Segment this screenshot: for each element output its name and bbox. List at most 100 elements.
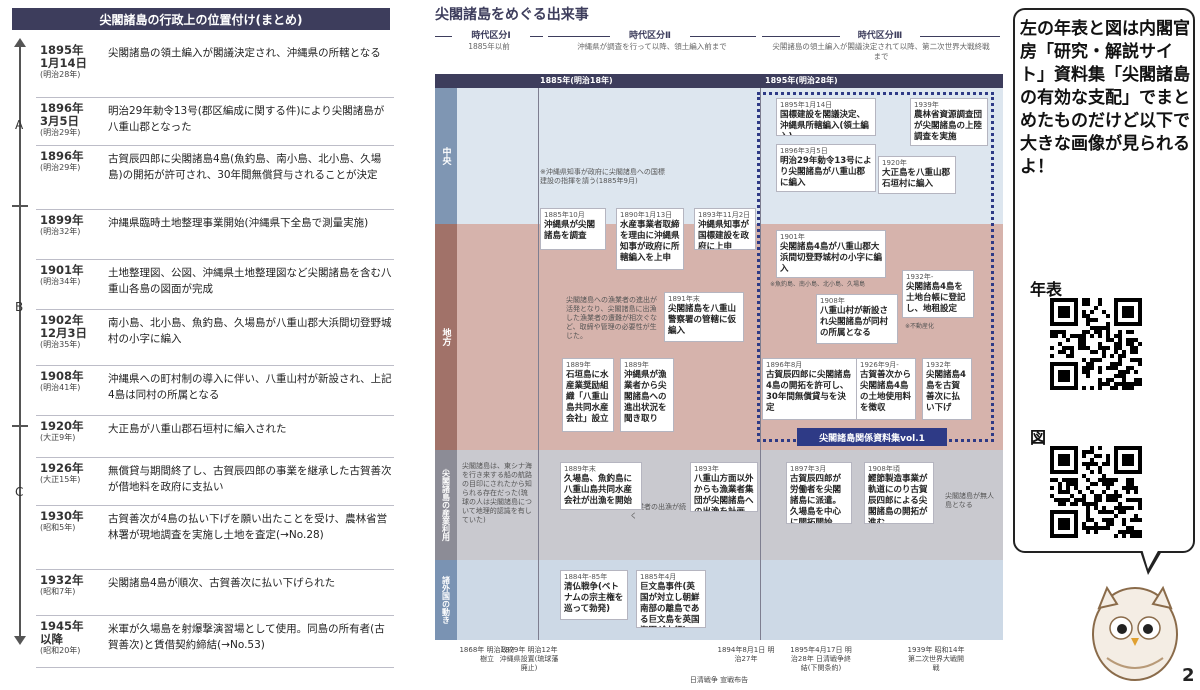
event-card-c1920: 1920年大正島を八重山郡石垣村に編入 — [878, 156, 956, 194]
card-text: 石垣島に水産業奨励組織「八重山島共同水産会社」設立 — [566, 370, 609, 424]
card-date: 1891年末 — [668, 295, 700, 303]
row-year: 1932年 — [40, 573, 84, 587]
row-era: (昭和20年) — [40, 646, 81, 655]
row-era: (昭和5年) — [40, 523, 76, 532]
card-text: 沖縄県が尖閣諸島を調査 — [544, 220, 596, 241]
segment-label-b: B — [15, 300, 24, 314]
card-date: 1885年4月 — [640, 573, 677, 581]
card-date: 1920年 — [882, 159, 907, 167]
row-text: 尖閣諸島4島が順次、古賀善次に払い下げられた — [108, 577, 336, 589]
card-text: 大正島を八重山郡石垣村に編入 — [882, 168, 951, 189]
card-text: 古賀善次から尖閣諸島4島の土地使用料を徴収 — [860, 370, 912, 413]
row-era: (大正9年) — [40, 433, 76, 442]
note-expand: 漁業者の出漁が続く — [630, 503, 686, 520]
event-card-c1932a: 1932年-尖閣諸島4島を土地台帳に登記し、地租設定 — [902, 270, 974, 318]
event-card-c1889c: 1889年末久場島、魚釣島に八重山島共同水産会社が出漁を開始 — [560, 462, 642, 510]
row-era: (昭和7年) — [40, 587, 76, 596]
card-text: 尖閣諸島4島を古賀善次に払い下げ — [926, 370, 966, 413]
bubble-text: 左の年表と図は内閣官房「研究・解説サイト」資料集「尖閣諸島の有効な支配」でまとめ… — [1020, 19, 1190, 177]
row-date: 1926年(大正15年) — [36, 458, 104, 505]
band-foreign — [435, 560, 1003, 640]
row-year: 1926年 — [40, 461, 84, 475]
card-text: 尖閣諸島4島を土地台帳に登記し、地租設定 — [906, 282, 966, 314]
period-3-label: 時代区分Ⅲ — [840, 28, 920, 42]
row-year: 1896年 — [40, 101, 84, 115]
page-number: 2 — [1182, 665, 1195, 686]
period-1-sub: 1885年以前 — [468, 42, 510, 51]
event-card-c1893b: 1893年八重山方面以外からも漁業者集団が尖閣諸島への出漁を計画 — [690, 462, 758, 512]
card-date: 1908年 — [820, 297, 845, 305]
card-text: 明治29年勅令13号により尖閣諸島が八重山郡に編入 — [780, 156, 872, 188]
card-text: 久場島、魚釣島に八重山島共同水産会社が出漁を開始 — [564, 474, 633, 506]
row-date: 1932年(昭和7年) — [36, 570, 104, 615]
card-date: 1895年1月14日 — [780, 101, 833, 109]
band-label-central: 中央 — [435, 88, 457, 224]
row-text: 無償貸与期間終了し、古賀辰四郎の事業を継承した古賀善次が借地料を政府に支払い — [108, 465, 392, 493]
event-card-c1901: 1901年尖閣諸島4島が八重山郡大浜間切登野城村の小字に編入 — [776, 230, 886, 278]
row-era: (明治29年) — [40, 128, 81, 137]
row-text: 明治29年勅令13号(郡区編成に関する件)により尖閣諸島が八重山郡となった — [108, 105, 385, 133]
segment-label-a: A — [15, 118, 24, 132]
row-text: 沖縄県への町村制の導入に伴い、八重山村が新設され、上記4島は同村の所属となる — [108, 373, 392, 401]
bottom-event: 1939年 昭和14年 第二次世界大戦開戦 — [907, 646, 965, 672]
card-date: 1889年末 — [564, 465, 596, 473]
row-text: 古賀辰四郎に尖閣諸島4島(魚釣島、南小島、北小島、久場島)の開拓が許可され、30… — [108, 153, 382, 181]
diagram-title: 尖閣諸島をめぐる出来事 — [435, 7, 589, 23]
row-year: 1895年 — [40, 43, 84, 57]
row-text: 南小島、北小島、魚釣島、久場島が八重山郡大浜間切登野城村の小字に編入 — [108, 317, 392, 345]
note-fishing: 尖閣諸島への漁業者の進出が活発となり、尖閣諸島に出漁した漁業者の遭難が相次ぐなど… — [566, 296, 657, 340]
card-text: 巨文島事件(英国が対立し朝鮮南部の離島である巨文島を英国海軍が占領) — [640, 582, 700, 627]
row-era: (明治29年) — [40, 163, 81, 172]
event-card-c1891: 1891年末尖閣諸島を八重山警察署の管轄に仮編入 — [664, 292, 744, 342]
bottom-event: 日清戦争 宣戦布告 — [689, 676, 749, 684]
card-date: 1932年 — [926, 361, 951, 369]
card-text: 古賀辰四郎に尖閣諸島4島の開拓を許可し、30年間無償貸与を決定 — [766, 370, 852, 413]
bottom-event: 1894年8月1日 明治27年 — [717, 646, 775, 663]
card-text: 国標建設を閣議決定、沖縄県所轄編入(領土編入) — [780, 110, 869, 135]
divider-1885 — [538, 88, 539, 640]
card-date: 1908年頃 — [868, 465, 900, 473]
event-card-c1908b: 1908年頃鰹節製造事業が軌道にのり古賀辰四郎による尖閣諸島の開拓が進む — [864, 462, 934, 524]
period-3-sub: 尖閣諸島の領土編入が閣議決定されて以降、第二次世界大戦終戦まで — [772, 42, 990, 61]
timeline-row: 1896年(明治29年) 古賀辰四郎に尖閣諸島4島(魚釣島、南小島、北小島、久場島… — [36, 146, 394, 210]
row-date: 1930年(昭和5年) — [36, 506, 104, 569]
qr-code-diagram-icon[interactable] — [1050, 446, 1142, 538]
timeline-row: 1899年(明治32年) 沖縄県臨時土地整理事業開始(沖縄県下全島で測量実施) — [36, 210, 394, 260]
card-text: 沖縄県が漁業者から尖閣諸島への進出状況を聞き取り — [624, 370, 667, 424]
event-card-c1896b: 1896年8月古賀辰四郎に尖閣諸島4島の開拓を許可し、30年間無償貸与を決定 — [762, 358, 858, 420]
row-era: (明治32年) — [40, 227, 81, 236]
row-text: 尖閣諸島の領土編入が閣議決定され、沖縄県の所轄となる — [108, 47, 381, 59]
event-card-c1939: 1939年農林省資源調査団が尖閣諸島の上陸調査を実施 — [910, 98, 988, 146]
row-era: (明治41年) — [40, 383, 81, 392]
row-year: 1896年 — [40, 149, 84, 163]
period-1-label: 時代区分Ⅰ — [452, 28, 530, 42]
card-text: 古賀辰四郎が労働者を尖閣諸島に派遣。久場島を中心に開拓開始 — [790, 474, 842, 524]
row-text: 沖縄県臨時土地整理事業開始(沖縄県下全島で測量実施) — [108, 217, 369, 229]
row-date: 1945年以降(昭和20年) — [36, 616, 104, 667]
row-era: (明治35年) — [40, 340, 81, 349]
card-date: 1901年 — [780, 233, 805, 241]
event-card-c1885: 1885年10月沖縄県が尖閣諸島を調査 — [540, 208, 606, 250]
card-text: 尖閣諸島4島が八重山郡大浜間切登野城村の小字に編入 — [780, 242, 883, 274]
event-card-c1932b: 1932年尖閣諸島4島を古賀善次に払い下げ — [922, 358, 972, 420]
speech-bubble — [1013, 8, 1195, 553]
row-year: 1902年 — [40, 313, 84, 327]
card-text: 清仏戦争(ベトナムの宗主権を巡って勃発) — [564, 582, 624, 614]
event-card-c1896a: 1896年3月5日明治29年勅令13号により尖閣諸島が八重山郡に編入 — [776, 144, 876, 192]
card-date: 1932年- — [906, 273, 934, 281]
row-year: 1899年 — [40, 213, 84, 227]
qr-code-timeline-icon[interactable] — [1050, 298, 1142, 390]
event-card-c1897: 1897年3月古賀辰四郎が労働者を尖閣諸島に派遣。久場島を中心に開拓開始 — [786, 462, 852, 524]
band-label-foreign: 諸外国の動き — [435, 560, 457, 640]
segment-divider — [12, 425, 28, 427]
card-text: 農林省資源調査団が尖閣諸島の上陸調査を実施 — [914, 110, 983, 142]
divider-1895 — [760, 88, 761, 640]
summary-title: 尖閣諸島の行政上の位置付け(まとめ) — [12, 8, 390, 30]
timeline-row: 1930年(昭和5年)古賀善次が4島の払い下げを願い出たことを受け、農林省営林署… — [36, 506, 394, 570]
row-date: 1899年(明治32年) — [36, 210, 104, 259]
card-date: 1884年-85年 — [564, 573, 608, 581]
